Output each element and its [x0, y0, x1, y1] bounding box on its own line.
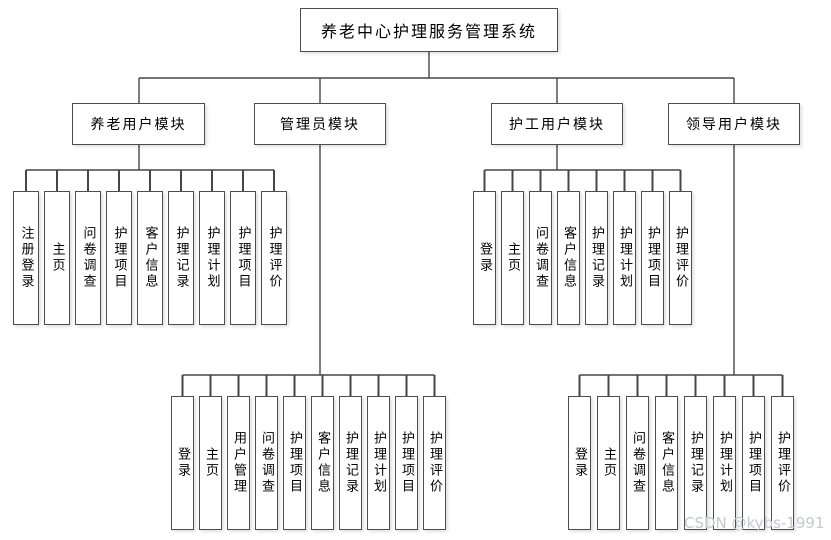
- tree-node: 问卷调查: [75, 191, 101, 325]
- tree-node: 护理计划: [613, 191, 636, 325]
- tree-node: 护理记录: [168, 191, 194, 325]
- watermark: CSDN @kybs-1991: [684, 514, 825, 532]
- tree-node: 问卷调查: [626, 396, 649, 530]
- tree-node: 护理计划: [367, 396, 390, 530]
- tree-node: 护理记录: [585, 191, 608, 325]
- tree-node: 护理项目: [641, 191, 664, 325]
- tree-node: 护理计划: [713, 396, 736, 530]
- tree-node: 护理项目: [395, 396, 418, 530]
- tree-node: 客户信息: [311, 396, 334, 530]
- tree-node: 护理记录: [339, 396, 362, 530]
- tree-node: 登录: [473, 191, 496, 325]
- tree-node: 客户信息: [137, 191, 163, 325]
- root-node: 养老中心护理服务管理系统: [300, 8, 558, 52]
- tree-node: 护理项目: [283, 396, 306, 530]
- tree-node: 主页: [501, 191, 524, 325]
- module-node-caregiver-user: 护工用户模块: [491, 103, 623, 145]
- tree-node: 问卷调查: [255, 396, 278, 530]
- tree-node: 客户信息: [557, 191, 580, 325]
- tree-node: 问卷调查: [529, 191, 552, 325]
- tree-node: 主页: [597, 396, 620, 530]
- module-node-elderly-user: 养老用户模块: [72, 103, 205, 145]
- tree-node: 主页: [199, 396, 222, 530]
- tree-node: 客户信息: [655, 396, 678, 530]
- tree-node: 护理计划: [199, 191, 225, 325]
- tree-node: 护理项目: [106, 191, 132, 325]
- tree-node: 护理评价: [261, 191, 287, 325]
- tree-node: 护理项目: [742, 396, 765, 530]
- tree-node: 护理记录: [684, 396, 707, 530]
- module-node-leader-user: 领导用户模块: [668, 103, 800, 145]
- tree-node: 护理评价: [669, 191, 692, 325]
- tree-node: 用户管理: [227, 396, 250, 530]
- tree-node: 护理项目: [230, 191, 256, 325]
- tree-node: 登录: [171, 396, 194, 530]
- tree-node: 护理评价: [423, 396, 446, 530]
- tree-node: 主页: [44, 191, 70, 325]
- tree-node: 护理评价: [771, 396, 794, 530]
- module-node-admin: 管理员模块: [254, 103, 386, 145]
- tree-node: 登录: [568, 396, 591, 530]
- tree-node: 注册登录: [13, 191, 39, 325]
